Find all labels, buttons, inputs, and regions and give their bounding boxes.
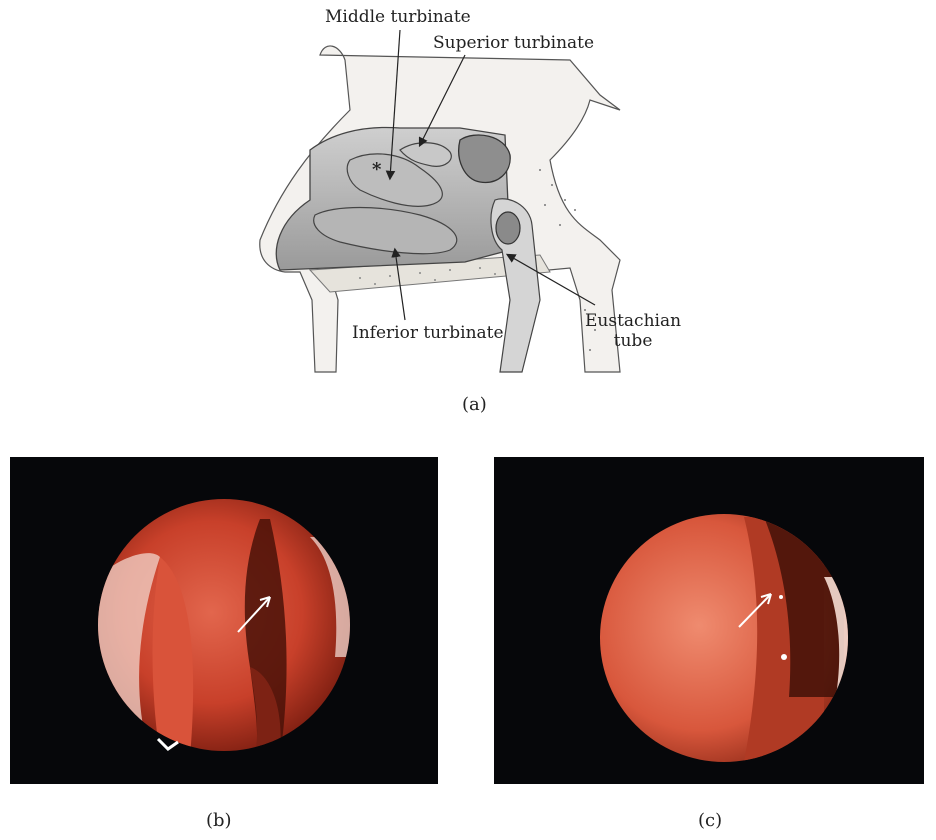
caption-a: (a) xyxy=(462,394,487,415)
middle-turbinate-label: Middle turbinate xyxy=(325,8,471,28)
panel-a: Middle turbinate Superior turbinate * In… xyxy=(240,0,700,420)
caption-b: (b) xyxy=(206,810,232,831)
superior-turbinate-label: Superior turbinate xyxy=(433,34,594,54)
eustachian-tube-label: Eustachian tube xyxy=(585,312,681,351)
asterisk-marker: * xyxy=(372,160,381,181)
eustachian-opening xyxy=(496,212,520,244)
endoscopic-photo-b xyxy=(10,457,438,784)
inferior-turbinate-label: Inferior turbinate xyxy=(352,324,504,344)
caption-c: (c) xyxy=(698,810,722,831)
endoscopic-photo-c xyxy=(494,457,924,784)
